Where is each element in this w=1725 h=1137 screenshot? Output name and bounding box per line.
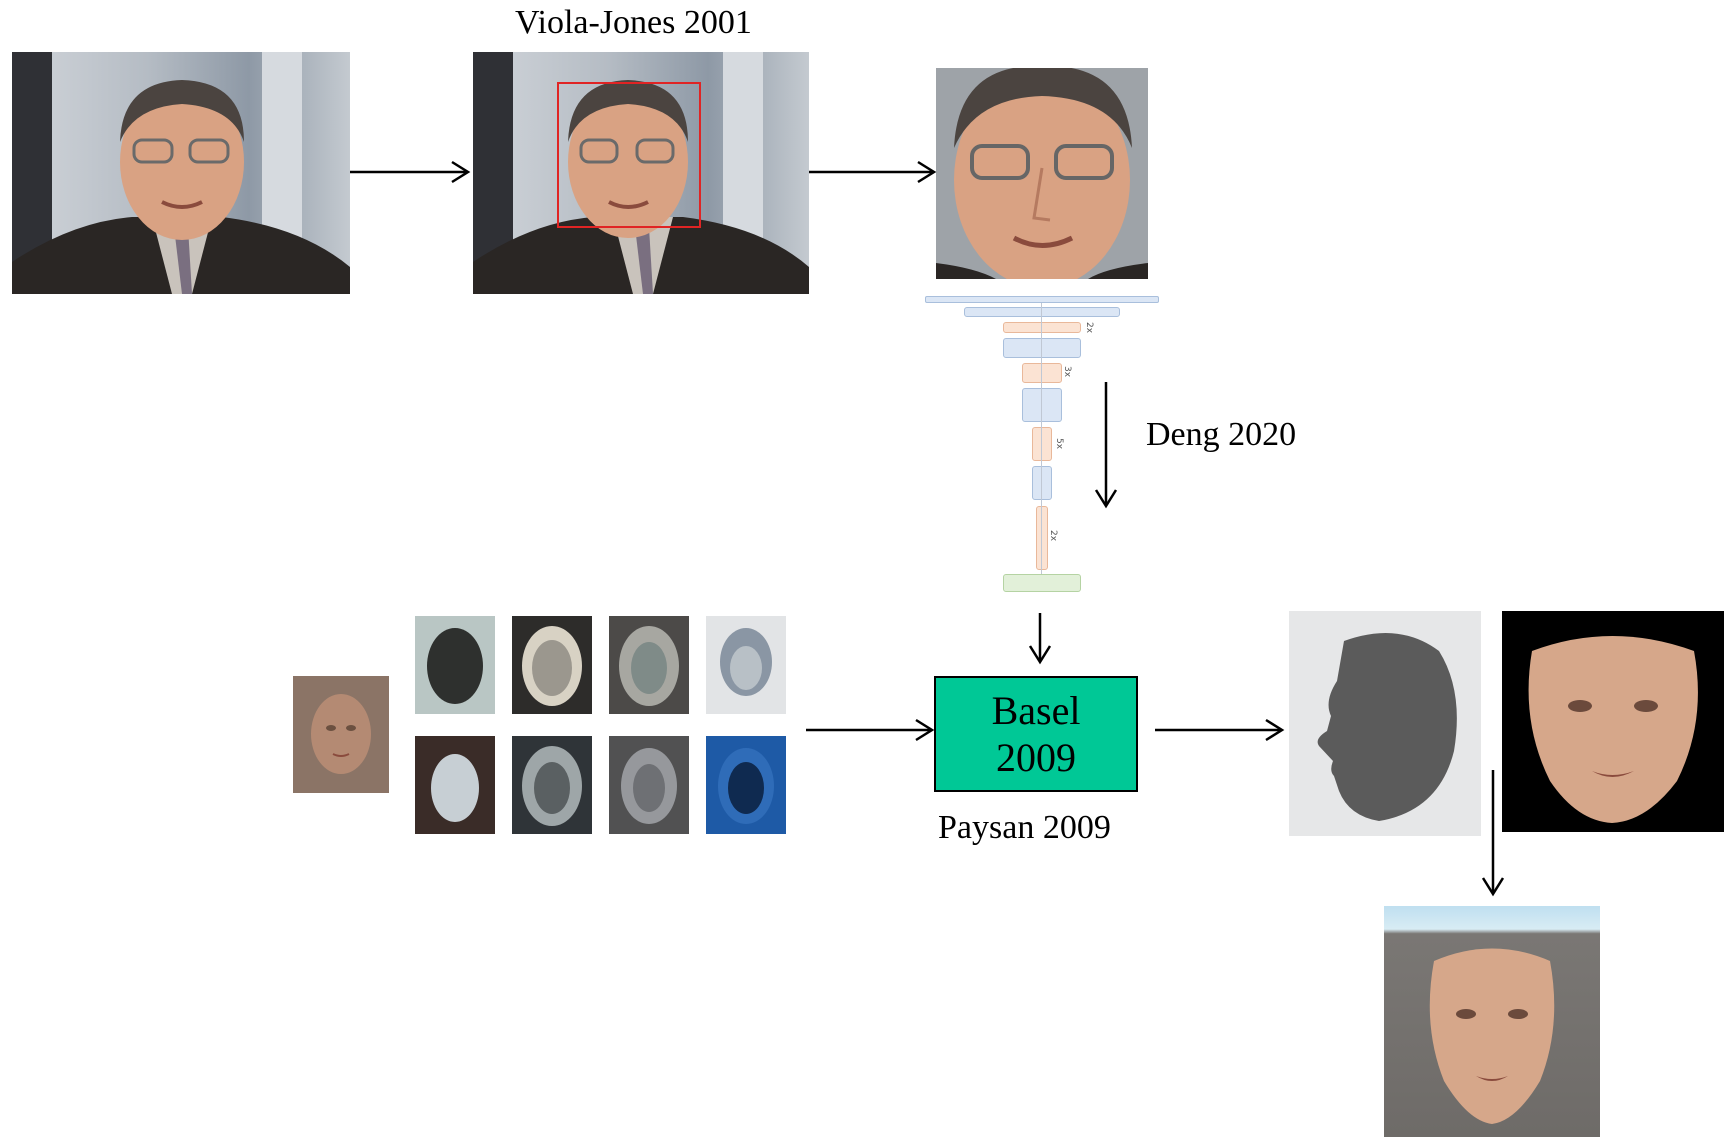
input-photo <box>12 52 350 294</box>
network-repeat-label-2: 3x <box>1062 366 1072 378</box>
network-repeat-label-4: 2x <box>1048 530 1058 542</box>
paysan-label: Paysan 2009 <box>938 809 1111 846</box>
mesh-render-art <box>1317 633 1457 821</box>
right-arrow-icon <box>806 718 935 742</box>
network-repeat-label-1: 2x <box>1084 322 1094 334</box>
eigenface-thumbnail-8 <box>706 736 786 834</box>
eigenface-thumbnail-4 <box>706 616 786 714</box>
mean-face-thumbnail <box>293 676 389 793</box>
basel-model-box: Basel 2009 <box>934 676 1138 792</box>
eigenface-4-art <box>720 628 772 696</box>
deng-label: Deng 2020 <box>1146 416 1297 453</box>
cropped-face-photo <box>936 68 1148 279</box>
network-layer-4 <box>1032 466 1052 500</box>
eigenface-thumbnail-2 <box>512 616 592 714</box>
eigenface-2-art <box>522 626 582 706</box>
network-block-4 <box>1036 506 1048 570</box>
down-arrow-icon <box>1481 770 1505 897</box>
eigenface-3-art <box>619 626 679 706</box>
cropped-face-art <box>936 68 1148 279</box>
mean-face-art <box>311 694 371 774</box>
viola-jones-label: Viola-Jones 2001 <box>515 4 752 41</box>
network-input-layer <box>925 296 1159 303</box>
detection-photo <box>473 52 809 294</box>
textured-face-render <box>1502 611 1724 832</box>
basel-label-line-2: 2009 <box>996 735 1076 780</box>
eigenface-thumbnail-3 <box>609 616 689 714</box>
network-diagram: 2x 3x 5x 2x <box>920 294 1170 594</box>
network-connector <box>1041 303 1042 574</box>
basel-label-line-1: Basel <box>991 687 1081 733</box>
face-detection-box <box>557 82 701 228</box>
network-layer-1 <box>964 307 1120 317</box>
detection-photo-art <box>473 52 809 294</box>
network-layer-3 <box>1022 388 1062 422</box>
eigenface-thumbnail-1 <box>415 616 495 714</box>
right-arrow-icon <box>350 160 471 184</box>
right-arrow-icon <box>1155 718 1285 742</box>
eigenface-1-art <box>427 628 483 704</box>
down-arrow-icon <box>1028 613 1052 665</box>
eigenface-8-art <box>718 748 774 824</box>
eigenface-6-art <box>522 746 582 826</box>
right-arrow-icon <box>809 160 937 184</box>
eigenface-thumbnail-5 <box>415 736 495 834</box>
eigenface-thumbnail-6 <box>512 736 592 834</box>
textured-face-art <box>1528 636 1698 823</box>
input-photo-art <box>12 52 350 294</box>
eigenface-7-art <box>621 748 677 824</box>
network-layer-2 <box>1003 338 1081 358</box>
network-block-3 <box>1032 427 1052 461</box>
network-repeat-label-3: 5x <box>1054 438 1064 450</box>
eigenface-5-art <box>431 754 479 822</box>
eigenface-thumbnail-7 <box>609 736 689 834</box>
network-block-1 <box>1003 322 1081 333</box>
mesh-render <box>1289 611 1481 836</box>
final-render <box>1384 906 1600 1137</box>
network-block-2 <box>1022 363 1062 383</box>
network-output-layer <box>1003 574 1081 592</box>
final-render-art <box>1429 948 1555 1124</box>
